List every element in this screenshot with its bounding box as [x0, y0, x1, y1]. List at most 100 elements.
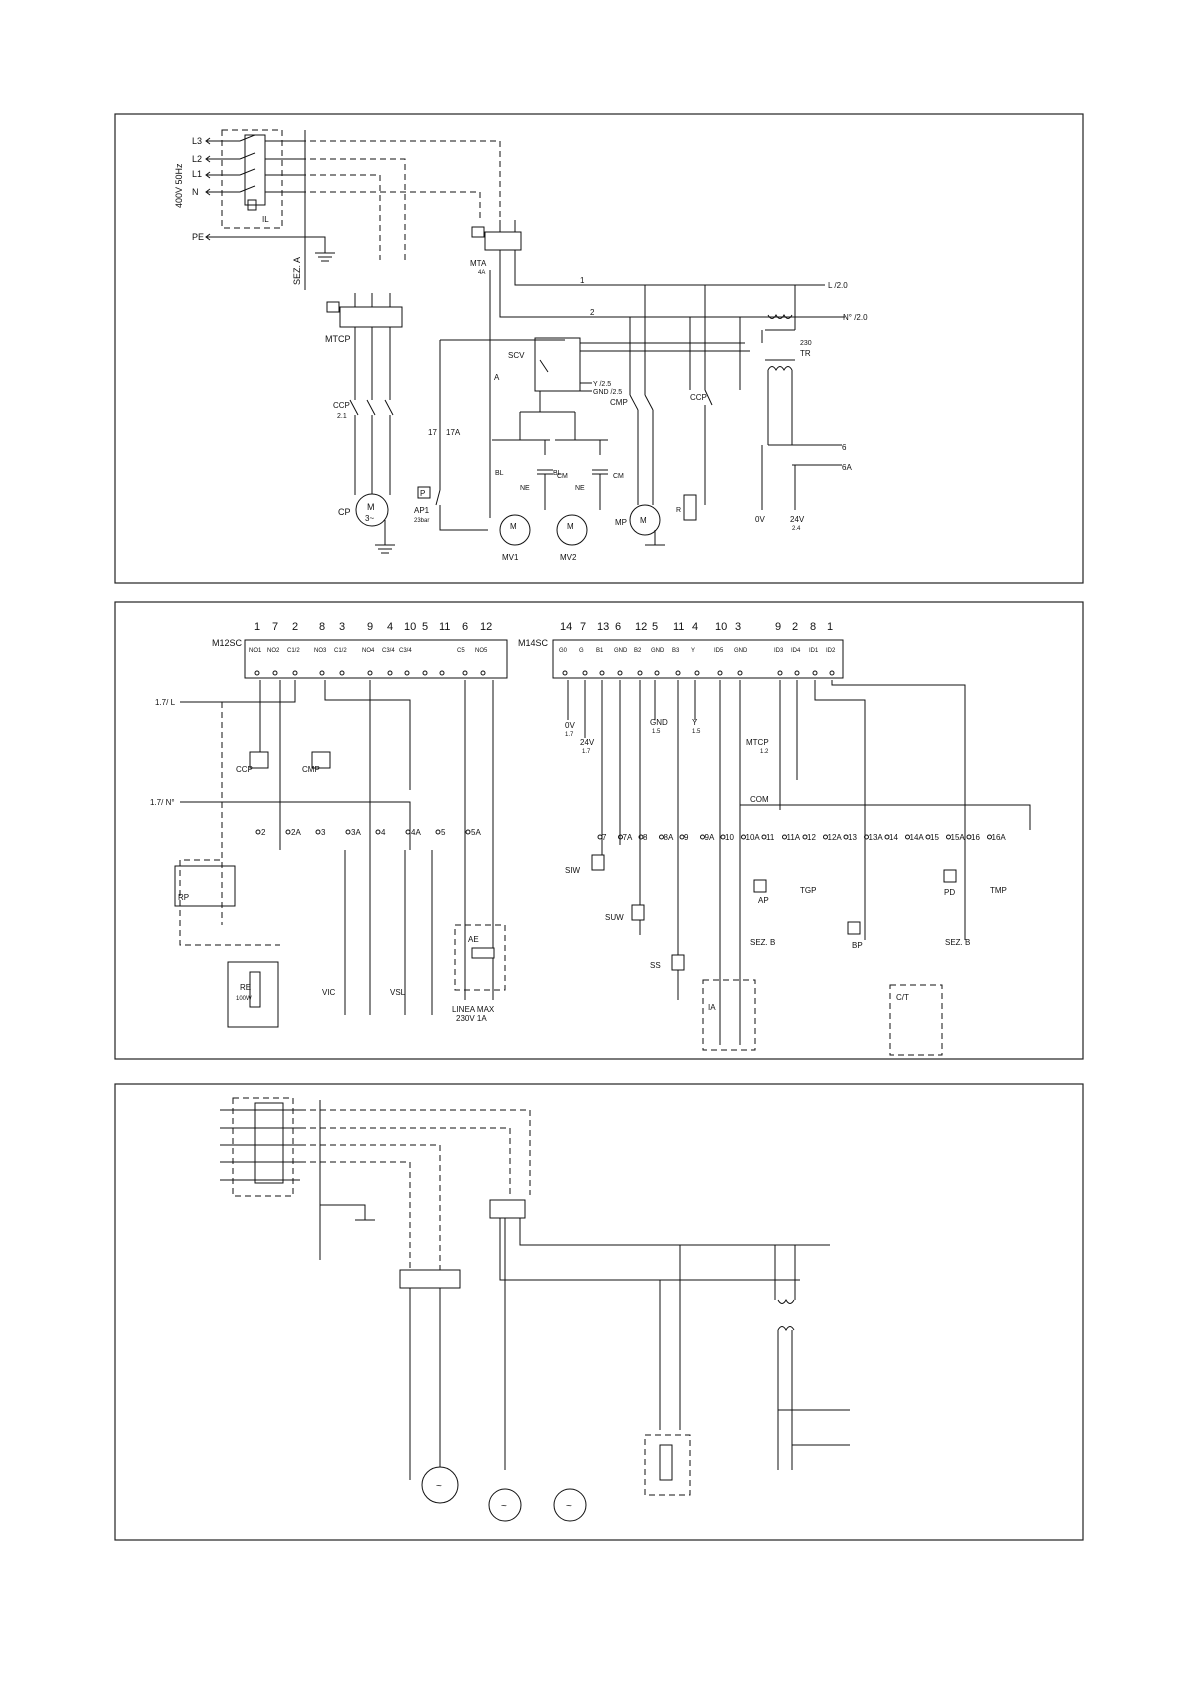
ap1-wire-17: 17 [428, 428, 437, 437]
right-terminal-label: 9 [684, 833, 689, 842]
bl2-label: BL [553, 470, 562, 477]
right-terminal-dot [782, 834, 787, 840]
m12-terminal-number: 10 [404, 621, 416, 633]
right-terminal-dot [618, 834, 623, 840]
mta-label: MTA [470, 259, 487, 268]
m12-terminal-number: 6 [462, 621, 468, 633]
right-terminal-label: 10 [725, 833, 734, 842]
suw-label: SUW [605, 913, 624, 922]
left-terminal-dot [405, 829, 411, 835]
pressure-switch-ap1: 17 17A P AP1 23bar [414, 339, 565, 531]
left-terminal-dot [315, 829, 321, 835]
v24-ref: 2.4 [792, 526, 801, 532]
right-terminal-dot [720, 834, 726, 840]
ccp-ref: 2.1 [337, 413, 347, 420]
ccp-label: CCP [333, 401, 350, 410]
ae-label: AE [468, 935, 479, 944]
v24-label-b: 24V [580, 738, 595, 747]
m12-pin-dot [319, 670, 325, 676]
m12-pin-label: C3/4 [399, 648, 412, 654]
m14-terminal-number: 11 [673, 621, 684, 633]
m14-pin-dot [599, 670, 605, 676]
m14-terminal-number: 8 [810, 621, 816, 633]
m14-pin-label: GND [734, 648, 748, 654]
left-terminal-dot [255, 829, 261, 835]
m12-pin-dot [480, 670, 486, 676]
rp-label: RP [178, 893, 189, 902]
phase-l1-label: L1 [192, 169, 202, 179]
supply-voltage-label: 400V 50Hz [174, 163, 184, 208]
left-terminal-label: 2A [291, 828, 301, 837]
gnd-ref-b: 1.5 [652, 729, 661, 735]
ss-label: SS [650, 961, 661, 970]
y-ref-b: 1.5 [692, 729, 701, 735]
m12-pin-dot [404, 670, 410, 676]
motor-cp-phase: 3~ [365, 514, 374, 523]
ap1-wire-17a: 17A [446, 428, 461, 437]
m14-terminal-number: 5 [652, 621, 658, 633]
breaker-mta: MTA 4A [470, 220, 522, 276]
right-terminal-label: 12 [807, 833, 816, 842]
right-terminal-dot [966, 834, 972, 840]
right-terminal-dot [884, 834, 890, 840]
bp-label: BP [852, 941, 863, 950]
m12-terminal-number: 11 [439, 621, 450, 633]
left-terminal-label: 5A [471, 828, 481, 837]
breaker-mtcp: MTCP [325, 293, 403, 400]
line-1-num: 1 [580, 276, 585, 285]
t6-label: 6 [842, 443, 847, 452]
main-switch-il: IL [221, 129, 283, 229]
left-terminal-dot [375, 829, 381, 835]
left-terminal-label: 3A [351, 828, 361, 837]
tgp-label: TGP [800, 886, 816, 895]
right-terminal-dot [946, 834, 951, 840]
m12-terminal-number: 2 [292, 621, 298, 633]
m14-terminal-number: 6 [615, 621, 621, 633]
gnd-label-b: GND [650, 718, 668, 727]
pump-mp: CMP M MP [610, 285, 665, 546]
m14-pin-label: B2 [634, 648, 642, 654]
right-terminal-label: 15A [951, 833, 966, 842]
m14-label: M14SC [518, 638, 549, 648]
right-terminal-label: 14A [910, 833, 925, 842]
vic-label: VIC [322, 988, 336, 997]
m14-pin-label: B1 [596, 648, 604, 654]
mp-m: M [640, 516, 647, 525]
m12-pin-dot [292, 670, 298, 676]
switch-il-label: IL [262, 215, 269, 224]
mtcp-b-ref: 1.2 [760, 749, 769, 755]
ap1-label: AP1 [414, 506, 430, 515]
mv2-label: MV2 [560, 553, 577, 562]
left-terminal-label: 4A [411, 828, 421, 837]
mv2-m: M [567, 522, 574, 531]
m12-pin-dot [272, 670, 278, 676]
m12-label: M12SC [212, 638, 243, 648]
m14-terminal-number: 10 [715, 621, 727, 633]
supply-lines [205, 137, 310, 241]
m12-terminal-number: 9 [367, 621, 373, 633]
m14-pin-dot [777, 670, 783, 676]
m14-pin-label: GND [651, 648, 665, 654]
mv1-label: MV1 [502, 553, 519, 562]
linea-v-label: 230V 1A [456, 1014, 487, 1023]
right-terminal-dot [700, 834, 705, 840]
panel-c-fan2-glyph: ~ [566, 1501, 572, 1512]
sez-b-label-2: SEZ. B [945, 938, 970, 947]
mv1-m: M [510, 522, 517, 531]
panel-power-circuit: 400V 50Hz L3 L2 L1 N PE IL SEZ. A [114, 113, 1084, 584]
m14-pin-label: G [579, 648, 584, 654]
m14-terminal-number: 12 [635, 621, 647, 633]
m12-pin-label: C3/4 [382, 648, 395, 654]
sez-b-label-1: SEZ. B [750, 938, 775, 947]
m14-pin-label: Y [691, 648, 695, 654]
vsl-label: VSL [390, 988, 406, 997]
pe-label: PE [192, 232, 204, 242]
right-terminal-label: 16A [992, 833, 1007, 842]
ccp-aux-r: CCP R [676, 285, 713, 521]
